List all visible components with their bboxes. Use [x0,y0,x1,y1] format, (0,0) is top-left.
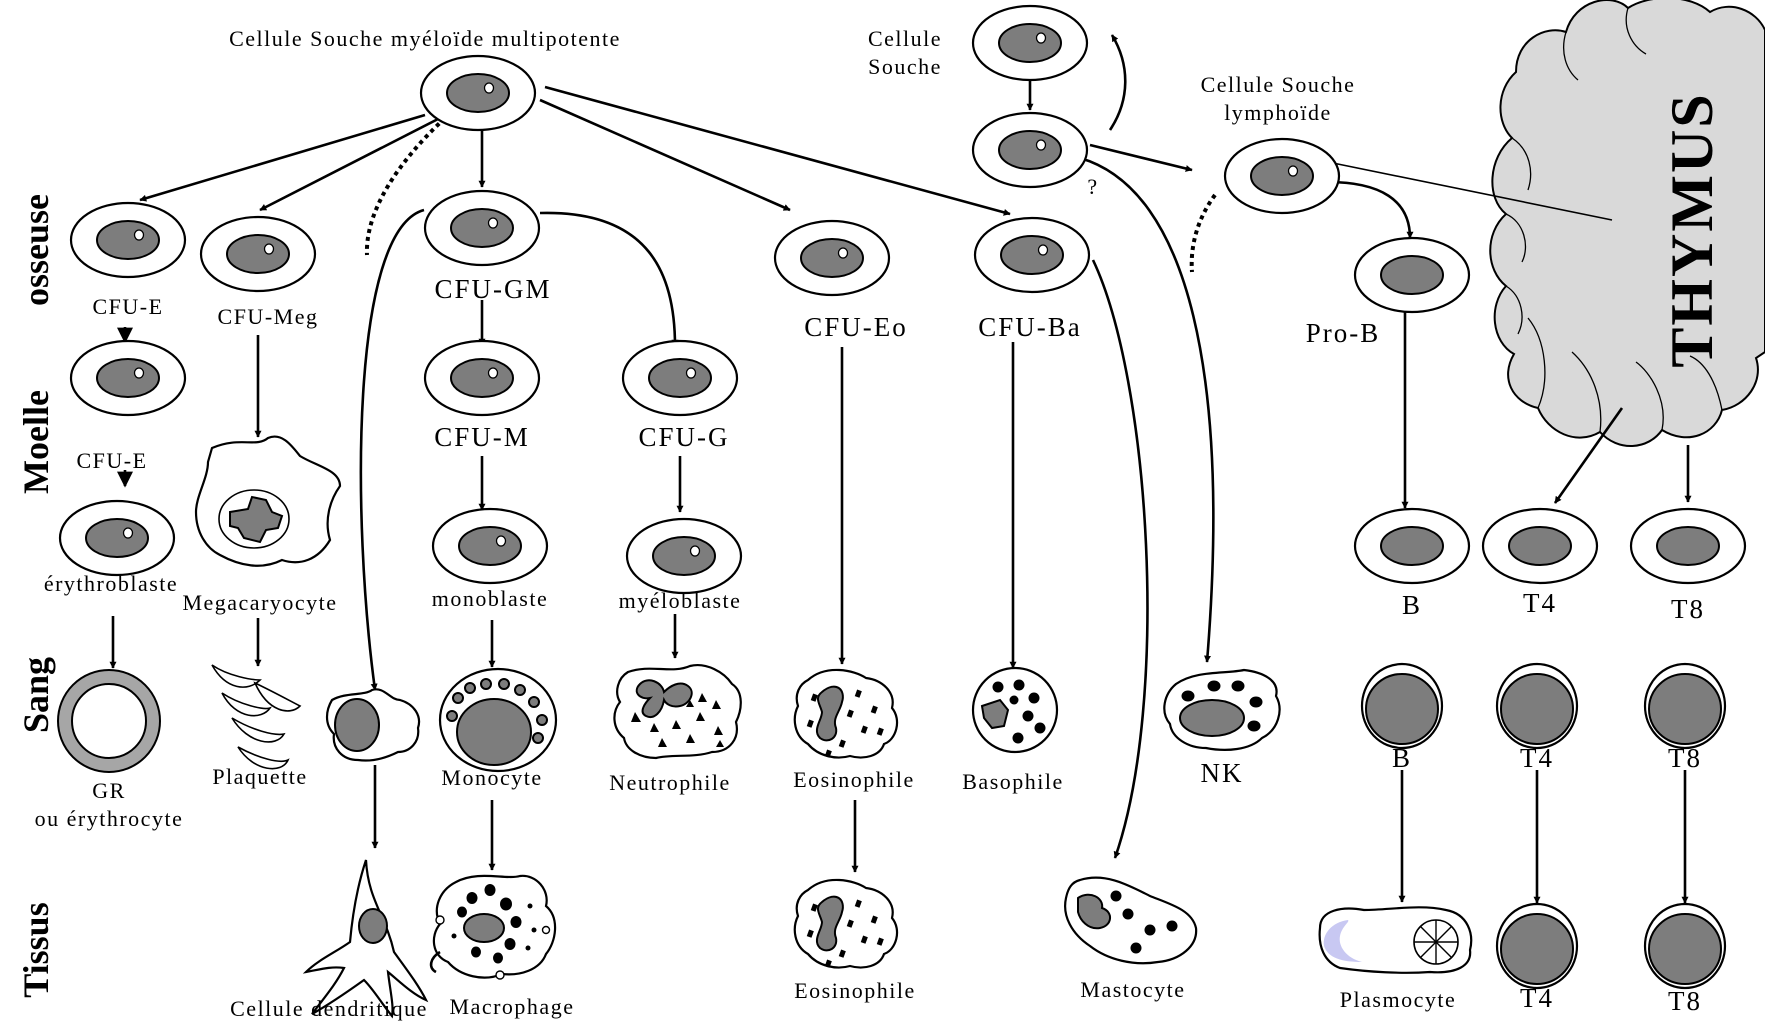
label-monocyte: Monocyte [441,765,542,790]
dendritic-cell [302,859,429,1019]
label-moelle-osseuse-part1: Moelle [16,390,56,494]
label-b-marrow: B [1402,590,1422,620]
cfu-meg-cell [199,215,317,293]
cfu-gm-cell [423,189,541,267]
label-cfu-eo: CFU-Eo [804,312,908,342]
label-t8-blood: T8 [1668,743,1702,773]
b-cell-blood [1360,662,1444,750]
myeloblast-cell [625,517,743,595]
label-macrophage: Macrophage [450,994,575,1019]
label-t8-marrow: T8 [1671,594,1705,624]
label-pro-b: Pro-B [1306,318,1381,348]
macrophage-cell [429,874,557,980]
label-sang: Sang [16,657,56,733]
label-t8-tissue: T8 [1668,986,1702,1016]
t4-cell-tissue [1495,902,1579,990]
label-erythroblaste: érythroblaste [44,571,178,596]
label-erythrocyte: ou érythrocyte [35,806,184,831]
erythroblast-cell [58,499,176,577]
label-eosinophile-blood: Eosinophile [793,767,915,792]
label-mastocyte: Mastocyte [1080,977,1185,1002]
label-t4-blood: T4 [1520,743,1554,773]
thymus-label: THYMUS [1659,92,1725,367]
label-megacaryocyte: Megacaryocyte [182,590,337,615]
monocyte-cell [438,667,558,773]
t8-cell-tissue [1643,902,1727,990]
label-t4-marrow: T4 [1523,588,1557,618]
label-basophile: Basophile [962,769,1064,794]
label-moelle-osseuse-part2: osseuse [16,194,56,306]
label-cfu-m: CFU-M [434,422,530,452]
basophil-cell [971,666,1059,754]
plasmocyte-cell [1318,906,1473,974]
label-cfu-e: CFU-E [92,294,163,319]
label-lymphoid-line2: lymphoïde [1224,100,1332,125]
t4-cell-marrow [1481,507,1599,585]
label-tissus: Tissus [16,902,56,997]
t8-cell-marrow [1629,507,1747,585]
label-cfu-ba: CFU-Ba [978,312,1082,342]
label-eosinophile-tissue: Eosinophile [794,978,916,1003]
platelets [211,664,302,770]
myeloid-stem-cell [419,54,537,132]
label-monoblaste: monoblaste [432,586,548,611]
cfu-ba-cell [973,216,1091,294]
cfu-m-cell [423,339,541,417]
cfu-eo-cell [773,219,891,297]
label-stem-line2: Souche [868,54,942,79]
erythrocyte-cell [57,669,161,773]
label-cfu-g: CFU-G [638,422,729,452]
label-t4-tissue: T4 [1520,983,1554,1013]
neutrophil-cell [613,664,742,760]
cfu-g-cell [621,339,739,417]
label-myeloid-stem: Cellule Souche myéloïde multipotente [229,26,621,51]
label-cfu-e-2: CFU-E [76,448,147,473]
label-neutrophile: Neutrophile [609,770,731,795]
label-plaquette: Plaquette [212,764,307,789]
eosinophil-cell-blood [793,668,899,759]
cfu-e-cell [69,201,187,279]
stem-cell [971,111,1089,189]
label-b-blood: B [1392,743,1412,773]
nk-cell [1163,668,1281,751]
thymus-cloud: THYMUS [1489,0,1765,447]
label-stem-line1: Cellule [868,26,942,51]
label-cfu-gm: CFU-GM [434,274,551,304]
megakaryocyte-cell [194,435,342,567]
label-lymphoid-line1: Cellule Souche [1201,72,1356,97]
t8-cell-blood [1643,662,1727,750]
pro-b-cell [1353,236,1471,314]
cfu-e-cell-2 [69,339,187,417]
label-gr: GR [92,778,126,803]
b-cell-marrow [1353,507,1471,585]
stem-cell-top [971,4,1089,82]
label-plasmocyte: Plasmocyte [1340,987,1456,1012]
mastocyte-cell [1064,876,1198,965]
label-cfu-meg: CFU-Meg [218,304,319,329]
label-myeloblaste: myéloblaste [619,588,742,613]
t4-cell-blood [1495,662,1579,750]
label-question: ? [1087,174,1098,199]
lymphoid-stem-cell [1223,137,1341,215]
monoblast-cell [431,507,549,585]
dendritic-precursor-cell [325,688,421,762]
lineage-arrows [109,34,1692,904]
label-cellule-dendritique: Cellule dendritique [230,996,428,1021]
eosinophil-cell-tissue [793,878,899,969]
label-nk: NK [1201,758,1244,788]
